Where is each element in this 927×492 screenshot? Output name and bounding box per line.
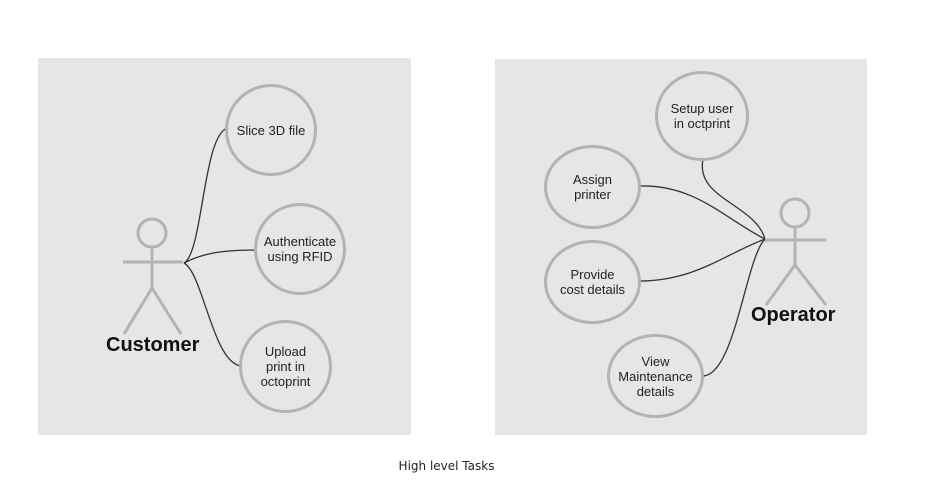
figure-caption: High level Tasks xyxy=(398,459,495,473)
connector-view-maintenance xyxy=(700,238,766,377)
connector-slice xyxy=(183,127,229,264)
usecase-slice-3d-file: Slice 3D file xyxy=(225,84,317,176)
connector-upload xyxy=(183,262,242,367)
operator-diagram-panel: Setup user in octprint Assign printer Pr… xyxy=(495,59,867,435)
usecase-assign-printer: Assign printer xyxy=(544,145,641,229)
customer-actor-icon xyxy=(122,217,183,335)
connector-setup-user xyxy=(701,158,766,240)
connector-authenticate xyxy=(183,249,258,264)
customer-diagram-panel: Slice 3D file Authenticate using RFID Up… xyxy=(38,58,411,435)
operator-actor-label: Operator xyxy=(751,304,836,326)
usecase-setup-user: Setup user in octprint xyxy=(655,71,749,161)
usecase-upload-print: Upload print in octoprint xyxy=(239,320,332,413)
customer-actor-label: Customer xyxy=(106,334,200,356)
usecase-provide-cost-details: Provide cost details xyxy=(544,240,641,324)
operator-diagram-graphics xyxy=(638,158,828,377)
customer-diagram-graphics xyxy=(122,127,258,367)
operator-actor-icon xyxy=(764,197,828,306)
usecase-authenticate-rfid: Authenticate using RFID xyxy=(254,203,346,295)
connector-assign-printer xyxy=(638,185,766,240)
connector-provide-cost xyxy=(638,238,766,282)
usecase-view-maintenance: View Maintenance details xyxy=(607,334,704,418)
